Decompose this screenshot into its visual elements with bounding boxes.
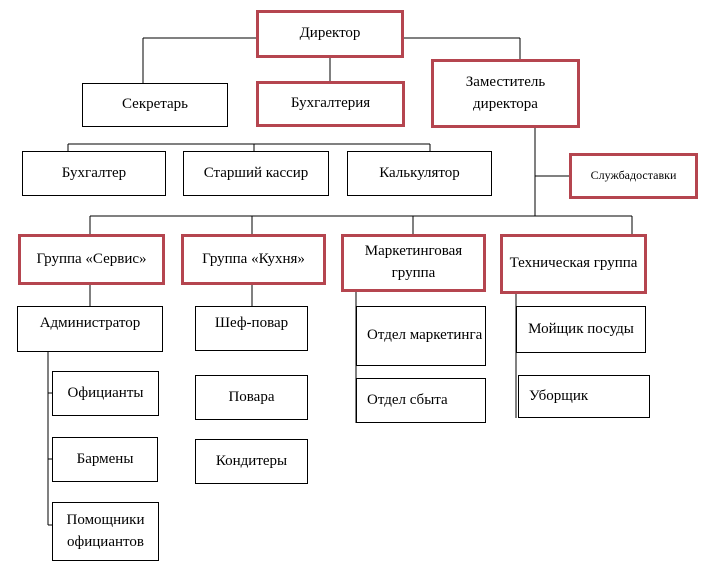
service-group-box: Группа «Сервис» <box>18 234 165 285</box>
cleaner-box: Уборщик <box>518 375 650 418</box>
chef-box: Шеф-повар <box>195 306 308 351</box>
director-box: Директор <box>256 10 404 58</box>
delivery-service-box: Службадоставки <box>569 153 698 199</box>
confectioners-box: Кондитеры <box>195 439 308 484</box>
senior-cashier-box: Старший кассир <box>183 151 329 196</box>
cooks-box: Повара <box>195 375 308 420</box>
marketing-dept-box: Отдел маркетинга <box>356 306 486 366</box>
kitchen-group-box: Группа «Кухня» <box>181 234 326 285</box>
accountant-box: Бухгалтер <box>22 151 166 196</box>
dishwasher-box: Мойщик посуды <box>516 306 646 353</box>
deputy-director-box: Заместитель директора <box>431 59 580 128</box>
waiter-assistants-box: Помощники официантов <box>52 502 159 561</box>
technical-group-box: Техническая группа <box>500 234 647 294</box>
calculator-box: Калькулятор <box>347 151 492 196</box>
accounting-box: Бухгалтерия <box>256 81 405 127</box>
sales-dept-box: Отдел сбыта <box>356 378 486 423</box>
marketing-group-box: Маркетинговая группа <box>341 234 486 292</box>
secretary-box: Секретарь <box>82 83 228 127</box>
waiters-box: Официанты <box>52 371 159 416</box>
administrator-box: Администратор <box>17 306 163 352</box>
bartenders-box: Бармены <box>52 437 158 482</box>
